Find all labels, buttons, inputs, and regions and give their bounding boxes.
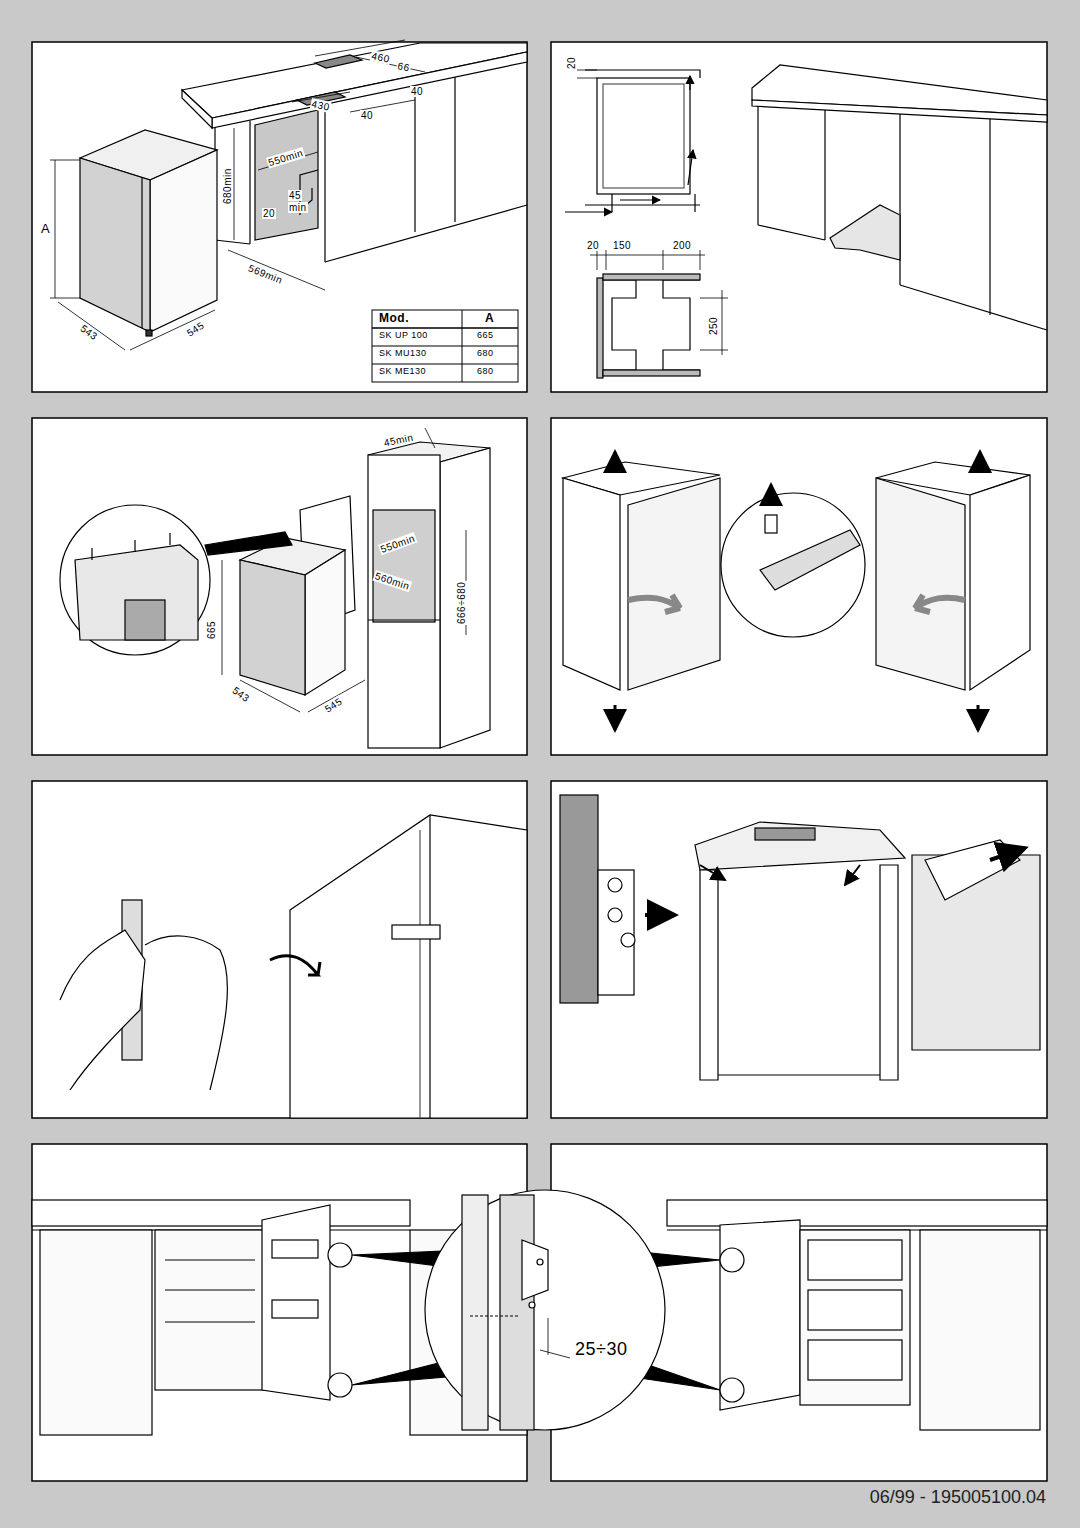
- kitchen-cabinet: [752, 65, 1047, 330]
- table-cell: SK ME130: [378, 367, 427, 377]
- dimension: min: [288, 202, 308, 213]
- dimension: 200: [672, 240, 692, 251]
- tall-cabinet: [300, 428, 490, 748]
- model-table: [372, 310, 518, 382]
- trim-detail-inset: [60, 505, 292, 655]
- document-code: 06/99 - 195005100.04: [869, 1488, 1047, 1508]
- gap-dimension: 25÷30: [574, 1340, 628, 1360]
- table-cell: SK MU130: [378, 349, 428, 359]
- plinth-plan: [590, 250, 728, 378]
- table-cell: 665: [476, 331, 495, 341]
- fridge-box: [80, 130, 217, 336]
- installed-fridge: [32, 1190, 1047, 1435]
- dimension: 40: [360, 110, 374, 121]
- dimension: 150: [612, 240, 632, 251]
- niche-cabinet: [182, 43, 527, 262]
- table-cell: SK UP 100: [378, 331, 429, 341]
- dimension: 666÷680: [456, 581, 467, 625]
- panel-frames: [32, 42, 1047, 1481]
- dimension: 40: [410, 86, 424, 97]
- height-label: A: [40, 222, 51, 236]
- dimension-lines: [50, 40, 425, 350]
- table-header: A: [484, 312, 495, 325]
- fridge-box: [222, 538, 365, 712]
- door-reversal: [563, 452, 1030, 730]
- dimension: 250: [708, 316, 719, 336]
- dimension: 665: [206, 620, 217, 640]
- dimension: 45: [288, 190, 302, 201]
- dimension: 680min: [222, 167, 233, 205]
- table-header: Mod.: [378, 312, 410, 325]
- dimension: 20: [262, 208, 276, 219]
- seal-strip-fitting: [60, 815, 527, 1118]
- dimension: 20: [586, 240, 600, 251]
- table-cell: 680: [476, 367, 495, 377]
- door-frame-fixing: [560, 795, 1040, 1080]
- ventilation-section: [565, 70, 700, 212]
- dimension: 20: [566, 56, 577, 70]
- table-cell: 680: [476, 349, 495, 359]
